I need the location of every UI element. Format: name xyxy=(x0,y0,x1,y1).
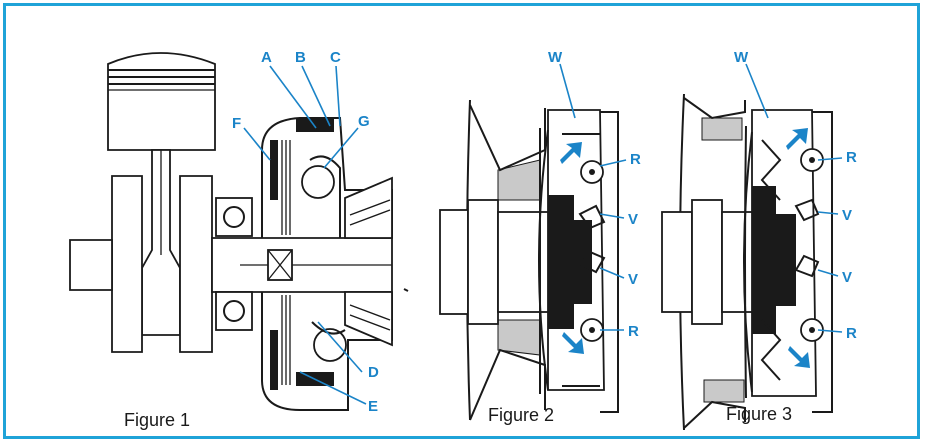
crank-web-right xyxy=(179,175,213,353)
callout-e: E xyxy=(368,398,378,415)
figure-2-callouts: W R V V R xyxy=(548,49,641,340)
hub-fig3 xyxy=(661,211,693,313)
figure-1-caption: Figure 1 xyxy=(124,410,190,430)
callout-b: B xyxy=(295,49,306,66)
inner-plate-fig3 xyxy=(752,186,776,334)
crankshaft-left xyxy=(69,239,113,291)
figure-3-caption: Figure 3 xyxy=(726,404,792,424)
figure-3-callouts: W R V V R xyxy=(734,49,857,342)
callout-v-bottom-fig3: V xyxy=(842,269,852,286)
figure-1 xyxy=(69,52,409,411)
arrow-bottom-fig2 xyxy=(562,332,584,354)
bearing-top xyxy=(215,197,253,237)
arrow-top-fig3 xyxy=(786,128,808,150)
callout-r-bottom-fig3: R xyxy=(846,325,857,342)
callout-r-top-fig3: R xyxy=(846,149,857,166)
weight-ball-top xyxy=(301,165,335,199)
spring-stack xyxy=(281,140,291,385)
bearing-bottom xyxy=(215,291,253,331)
callout-d: D xyxy=(368,364,379,381)
callout-v-bottom-fig2: V xyxy=(628,271,638,288)
callout-r-top-fig2: R xyxy=(630,151,641,168)
callout-w-fig3: W xyxy=(734,49,749,66)
callout-g: G xyxy=(358,113,370,130)
callout-f: F xyxy=(232,115,241,132)
figure-2-caption: Figure 2 xyxy=(488,405,554,425)
crank-web-left xyxy=(111,175,143,353)
figure-3 xyxy=(661,93,833,431)
arrow-top-fig2 xyxy=(560,142,582,164)
callout-r-bottom-fig2: R xyxy=(628,323,639,340)
weight-ball-bottom xyxy=(313,328,347,362)
callout-v-top-fig2: V xyxy=(628,211,638,228)
inner-plate-fig2 xyxy=(548,195,574,329)
piston xyxy=(107,52,216,151)
friction-lining-top xyxy=(296,118,334,132)
callout-w-fig2: W xyxy=(548,49,563,66)
callout-v-top-fig3: V xyxy=(842,207,852,224)
callout-a: A xyxy=(261,49,272,66)
hub-fig2 xyxy=(439,209,469,315)
clutch-housing xyxy=(261,117,393,238)
callout-c: C xyxy=(330,49,341,66)
arrow-bottom-fig3 xyxy=(788,346,810,368)
figure-1-callouts: A B C F G D E xyxy=(232,49,379,415)
figure-2 xyxy=(439,99,619,421)
